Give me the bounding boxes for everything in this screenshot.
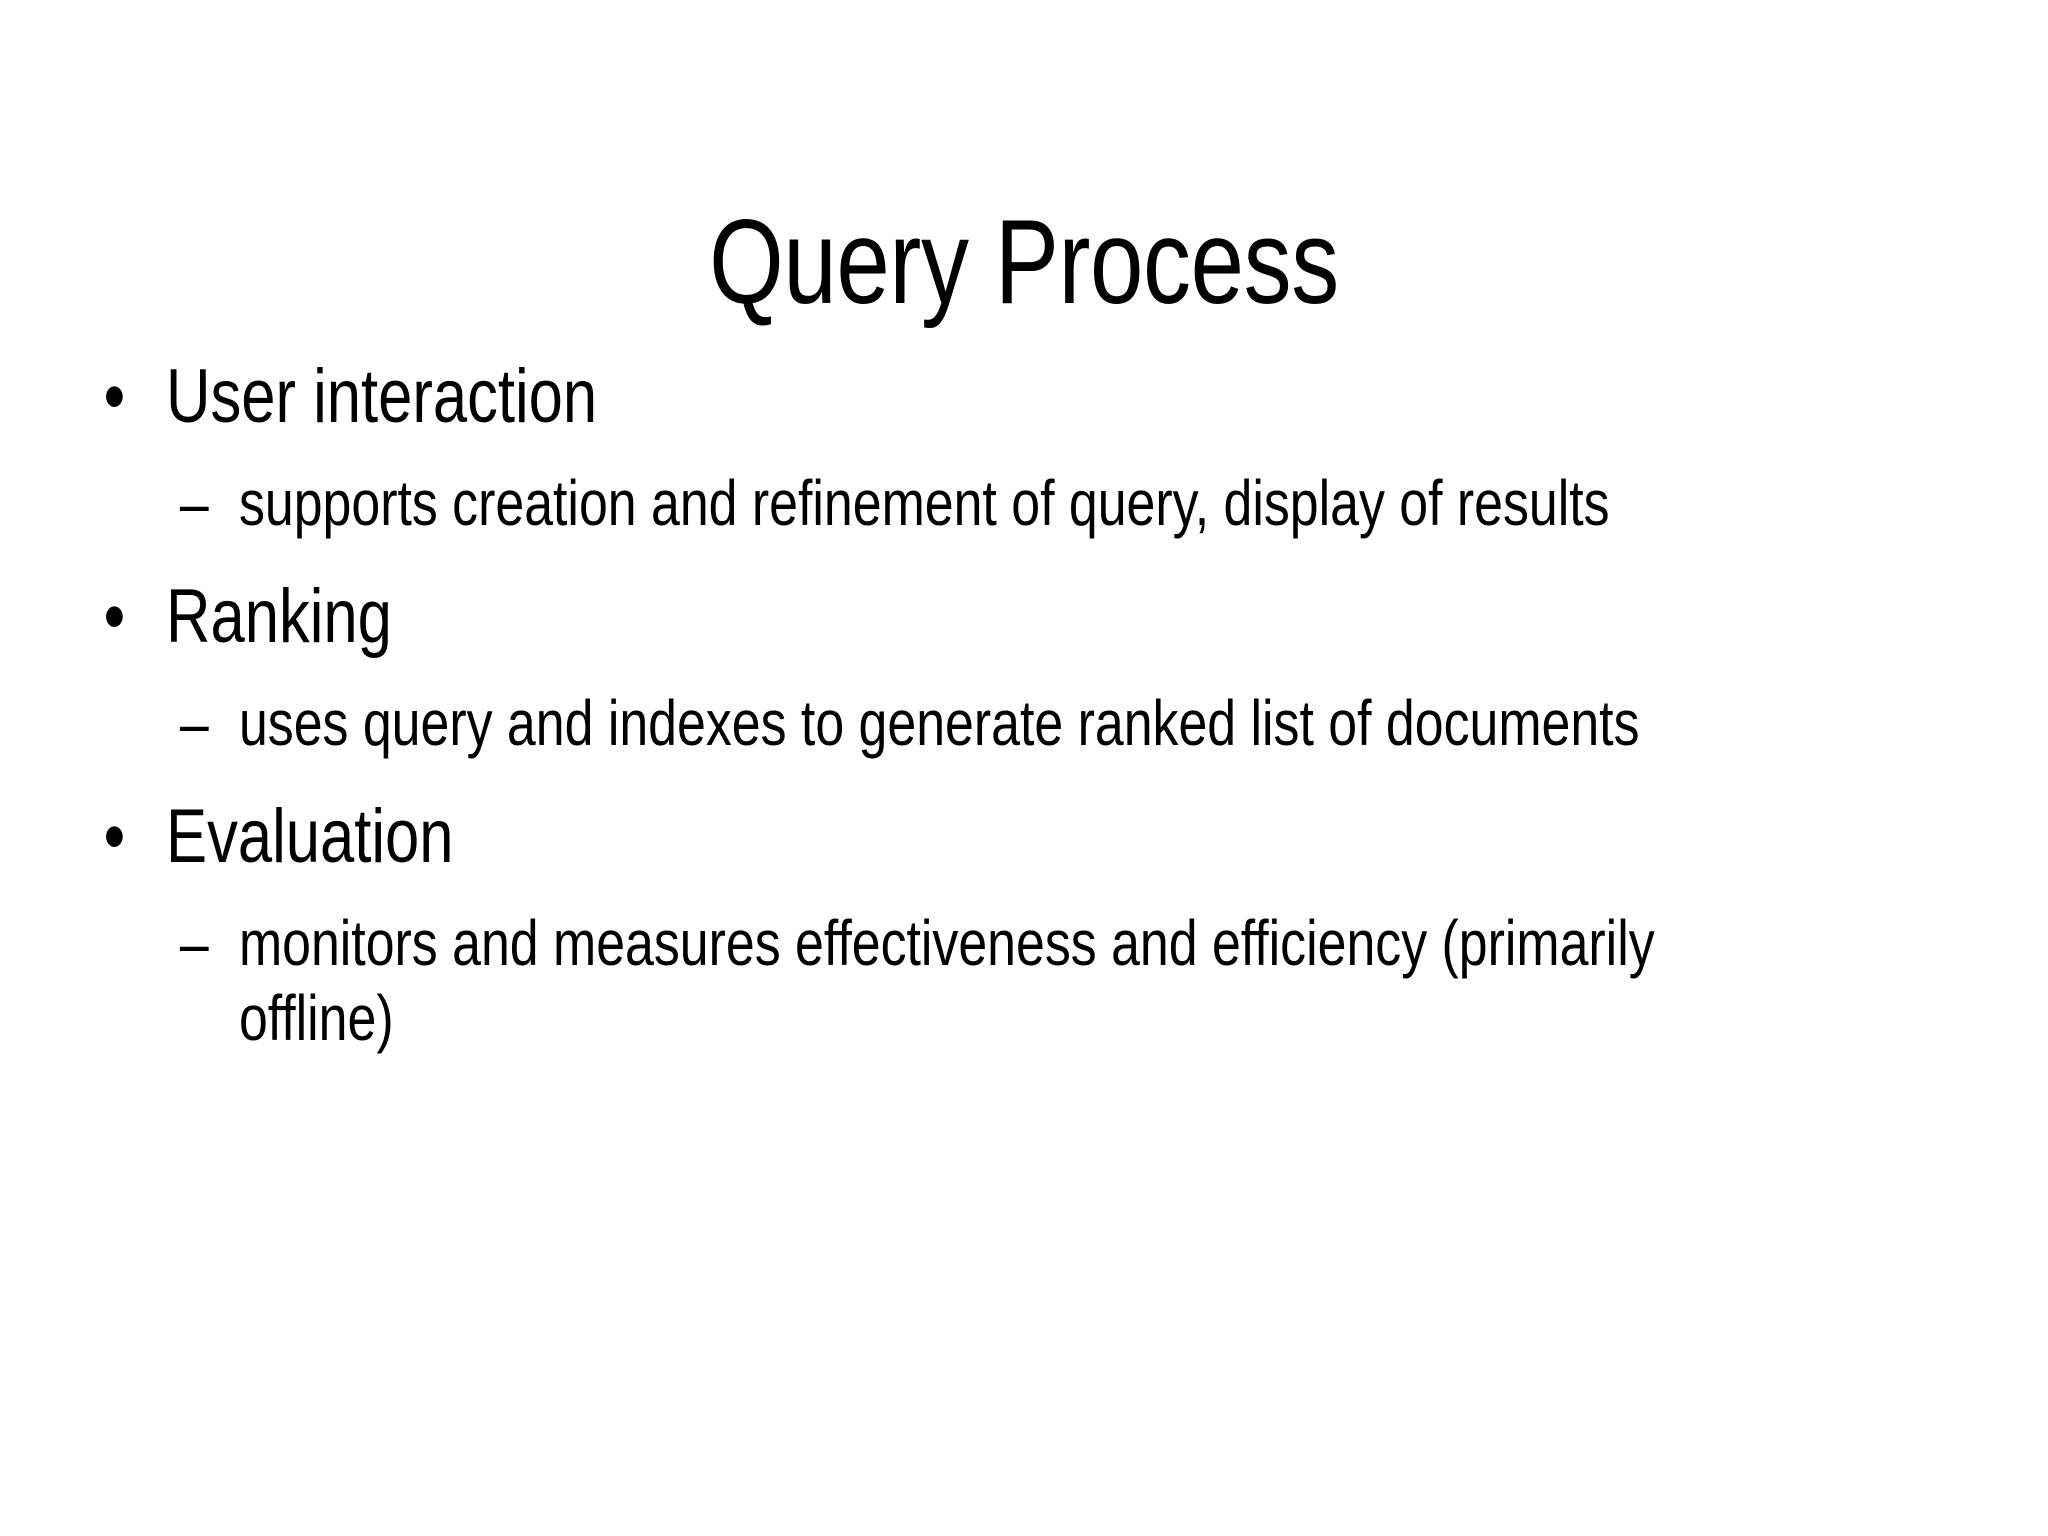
slide-title: Query Process: [709, 195, 1339, 330]
group-spacer: [0, 778, 2048, 792]
bullet-level1-label: Evaluation: [166, 794, 454, 880]
dash-icon: –: [179, 907, 209, 980]
bullet-level2-label: supports creation and refinement of quer…: [238, 467, 1610, 539]
bullet-level1: • User interaction: [0, 352, 2048, 460]
bullet-group: • Ranking – uses query and indexes to ge…: [0, 572, 2048, 760]
bullet-level2-label: uses query and indexes to generate ranke…: [238, 687, 1640, 760]
bullet-dot-icon: •: [103, 574, 126, 660]
bullet-level2-label: monitors and measures effectiveness and …: [238, 907, 1655, 1054]
dash-icon: –: [179, 467, 209, 539]
group-spacer: [0, 558, 2048, 572]
bullet-level2: – uses query and indexes to generate ran…: [0, 686, 2048, 760]
dash-icon: –: [179, 687, 209, 760]
slide-body: • User interaction – supports creation a…: [0, 352, 2048, 1073]
bullet-dot-icon: •: [103, 794, 126, 880]
bullet-level1-label: Ranking: [166, 574, 392, 660]
bullet-level1: • Ranking: [0, 572, 2048, 680]
bullet-level2: – monitors and measures effectiveness an…: [0, 906, 2048, 1054]
bullet-level2: – supports creation and refinement of qu…: [0, 466, 2048, 540]
bullet-dot-icon: •: [103, 354, 126, 439]
bullet-level1: • Evaluation: [0, 792, 2048, 900]
bullet-group: • User interaction – supports creation a…: [0, 352, 2048, 540]
bullet-level1-label: User interaction: [166, 354, 598, 439]
bullet-group: • Evaluation – monitors and measures eff…: [0, 792, 2048, 1054]
